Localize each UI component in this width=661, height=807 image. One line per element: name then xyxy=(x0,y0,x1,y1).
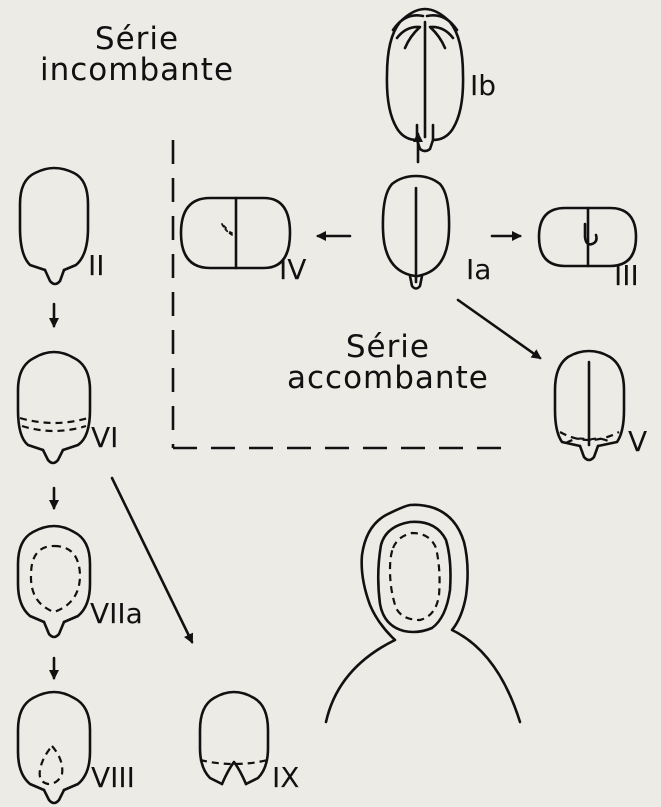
incombante-line2: incombante xyxy=(40,52,235,88)
arrow-vi-to-ix xyxy=(110,476,194,644)
label-viia: VIIa xyxy=(90,597,143,630)
seed-iii xyxy=(537,206,638,268)
seed-iv xyxy=(179,196,292,270)
label-viii: VIII xyxy=(91,761,135,794)
accombante-series-title: Série accombante xyxy=(287,332,489,394)
seed-v xyxy=(553,349,626,462)
incombante-line1: Série xyxy=(94,21,180,57)
label-v: V xyxy=(628,425,648,458)
seed-vi xyxy=(16,350,92,465)
accombante-line1: Série xyxy=(345,329,430,365)
seed-ib xyxy=(385,7,465,153)
seed-ii xyxy=(18,166,90,286)
seed-viii xyxy=(16,690,92,805)
seed-cross-section xyxy=(324,503,522,724)
arrow-ia-to-v xyxy=(456,298,542,360)
seed-ix xyxy=(198,690,270,786)
label-iv: IV xyxy=(279,253,307,286)
label-ii: II xyxy=(88,249,105,282)
accombant-series-frame xyxy=(171,140,502,450)
transition-arrows xyxy=(49,132,542,680)
accombante-line2: accombante xyxy=(287,360,489,396)
seed-viia xyxy=(16,524,92,639)
label-iii: III xyxy=(614,259,639,292)
label-ib: Ib xyxy=(470,69,497,102)
label-vi: VI xyxy=(91,421,119,454)
label-ix: IX xyxy=(272,761,300,794)
incombante-series-title: Série incombante xyxy=(40,24,234,86)
seed-ia xyxy=(381,174,451,290)
label-ia: Ia xyxy=(466,253,492,286)
